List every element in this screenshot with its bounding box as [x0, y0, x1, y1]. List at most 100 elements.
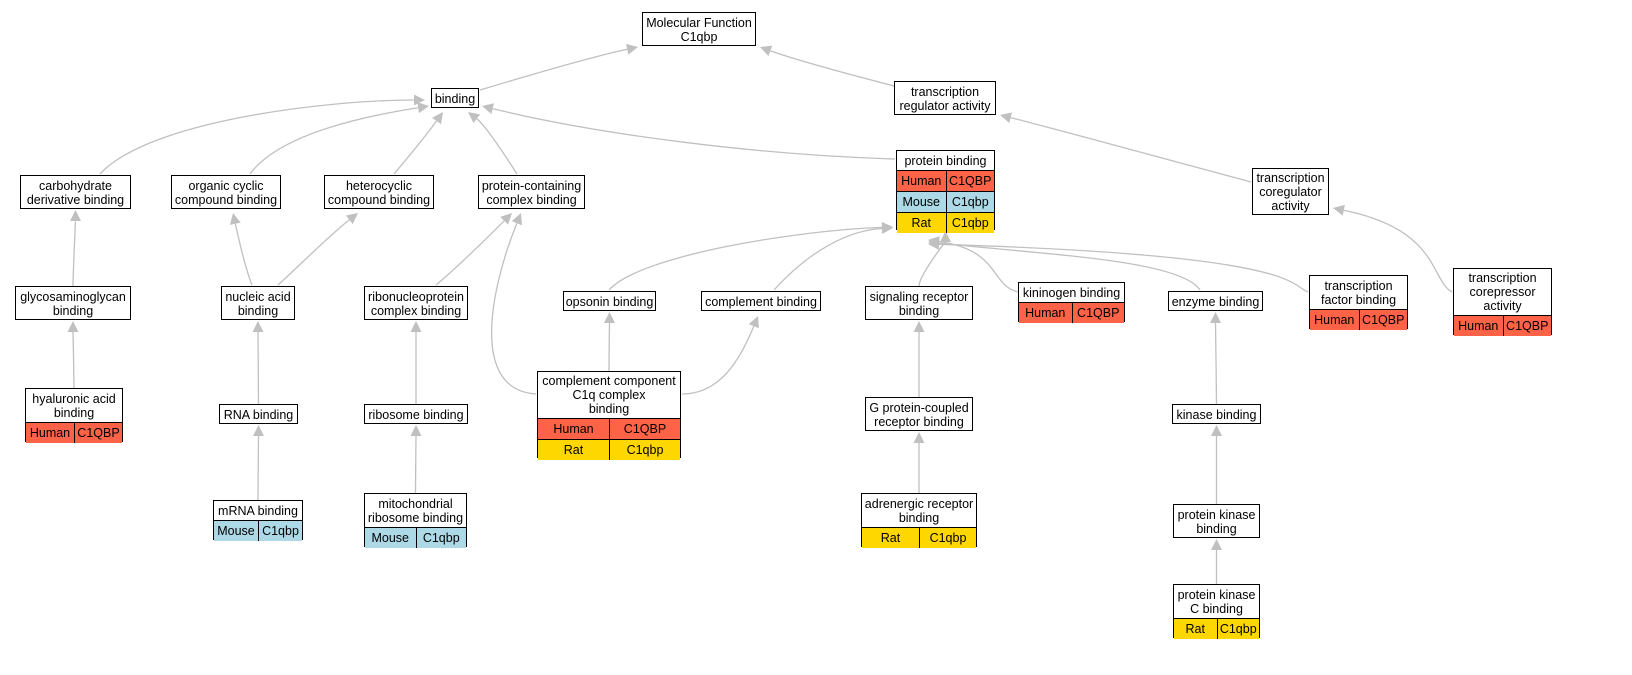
go-term-label: protein kinase C binding	[1177, 587, 1256, 616]
edge-arrowhead	[1210, 312, 1221, 323]
edge-line	[770, 50, 895, 87]
edge-arrowhead	[229, 213, 241, 225]
go-term-node[interactable]: signaling receptor binding	[865, 286, 973, 320]
edge-arrowhead	[511, 213, 522, 226]
edge-line	[1214, 322, 1218, 405]
gene-symbol: C1QBP	[1502, 316, 1551, 336]
go-term-label: transcription factor binding	[1320, 278, 1397, 307]
go-term-node[interactable]: transcription coregulator activity	[1252, 168, 1329, 215]
edge-arrowhead	[252, 321, 264, 332]
edge-line	[773, 227, 883, 291]
go-term-node[interactable]: kinase binding	[1172, 404, 1261, 424]
go-term-node[interactable]: Molecular Function C1qbp	[642, 12, 756, 46]
gene-symbol: C1qbp	[258, 521, 302, 541]
go-term-node[interactable]: ribosome binding	[364, 404, 468, 424]
go-term-label: G protein-coupled receptor binding	[869, 400, 969, 429]
edge-line	[435, 220, 505, 286]
edge-line	[257, 331, 260, 405]
go-term-label: kininogen binding	[1022, 285, 1121, 300]
edge-arrowhead	[500, 213, 512, 225]
edge-line	[234, 223, 253, 286]
go-term-node[interactable]: binding	[431, 88, 479, 108]
go-term-label: protein kinase binding	[1177, 507, 1256, 536]
edge-line	[479, 48, 628, 91]
edge-line	[938, 242, 1201, 291]
edge-arrowhead	[253, 425, 264, 436]
go-term-node[interactable]: heterocyclic compound binding	[324, 175, 434, 209]
go-term-label: complement component C1q complex binding	[542, 374, 676, 416]
edge-arrowhead	[410, 425, 422, 436]
go-term-label: complement binding	[705, 294, 817, 309]
edge-line	[492, 107, 896, 160]
edge-arrowhead	[1000, 112, 1013, 124]
go-term-node[interactable]: G protein-coupled receptor binding	[865, 397, 973, 431]
go-term-label: signaling receptor binding	[869, 289, 969, 318]
edge-line	[393, 120, 438, 175]
go-term-label: adrenergic receptor binding	[864, 496, 974, 525]
go-term-node[interactable]: complement binding	[701, 291, 821, 311]
edge-arrowhead	[604, 312, 615, 323]
go-term-node[interactable]: carbohydrate derivative binding	[20, 175, 131, 209]
gene-symbol: C1QBP	[945, 171, 994, 191]
edge-arrowhead	[913, 321, 925, 332]
edge-line	[918, 241, 947, 287]
edge-arrowhead	[468, 112, 481, 124]
go-term-label: heterocyclic compound binding	[327, 178, 431, 207]
go-term-node[interactable]: nucleic acid binding	[221, 286, 295, 320]
species-name: Human	[1019, 303, 1072, 323]
edge-arrowhead	[881, 223, 893, 235]
go-term-node[interactable]: complement component C1q complex binding…	[537, 371, 681, 460]
edge-line	[257, 435, 260, 501]
species-name: Human	[538, 419, 609, 439]
go-term-node[interactable]: RNA binding	[219, 404, 298, 424]
gene-symbol: C1qbp	[415, 528, 466, 548]
go-term-node[interactable]: opsonin binding	[563, 291, 656, 311]
species-name: Rat	[538, 440, 609, 460]
gene-symbol: C1QBP	[1071, 303, 1124, 323]
species-name: Human	[1454, 316, 1503, 336]
edge-arrowhead	[70, 210, 81, 221]
edge-line	[608, 226, 883, 291]
go-term-node[interactable]: glycosaminoglycan binding	[15, 286, 131, 320]
go-term-node[interactable]: organic cyclic compound binding	[171, 175, 281, 209]
species-name: Rat	[1174, 619, 1217, 639]
go-term-label: organic cyclic compound binding	[174, 178, 278, 207]
edge-line	[1010, 117, 1252, 183]
go-term-node[interactable]: protein-containing complex binding	[478, 175, 585, 209]
go-term-node[interactable]: protein kinase binding	[1173, 504, 1260, 538]
go-term-node[interactable]: transcription regulator activity	[894, 81, 996, 115]
gene-symbol: C1qbp	[945, 213, 994, 233]
edge-line	[414, 435, 417, 494]
go-term-label: enzyme binding	[1171, 294, 1260, 309]
edge-arrowhead	[1211, 425, 1222, 436]
edge-arrowhead	[1211, 539, 1222, 550]
edge-arrowhead	[67, 321, 79, 332]
edge-line	[72, 220, 77, 287]
edge-arrowhead	[1333, 204, 1345, 216]
go-term-label: hyaluronic acid binding	[32, 391, 116, 420]
go-term-label: protein binding	[904, 153, 987, 168]
go-term-label: ribonucleoprotein complex binding	[368, 289, 464, 318]
go-term-node[interactable]: ribonucleoprotein complex binding	[364, 286, 468, 320]
go-term-node[interactable]: enzyme binding	[1168, 291, 1263, 311]
edge-arrowhead	[432, 112, 443, 125]
go-term-label: transcription regulator activity	[899, 84, 991, 113]
go-term-label: binding	[434, 91, 476, 106]
edge-arrowhead	[748, 316, 759, 329]
